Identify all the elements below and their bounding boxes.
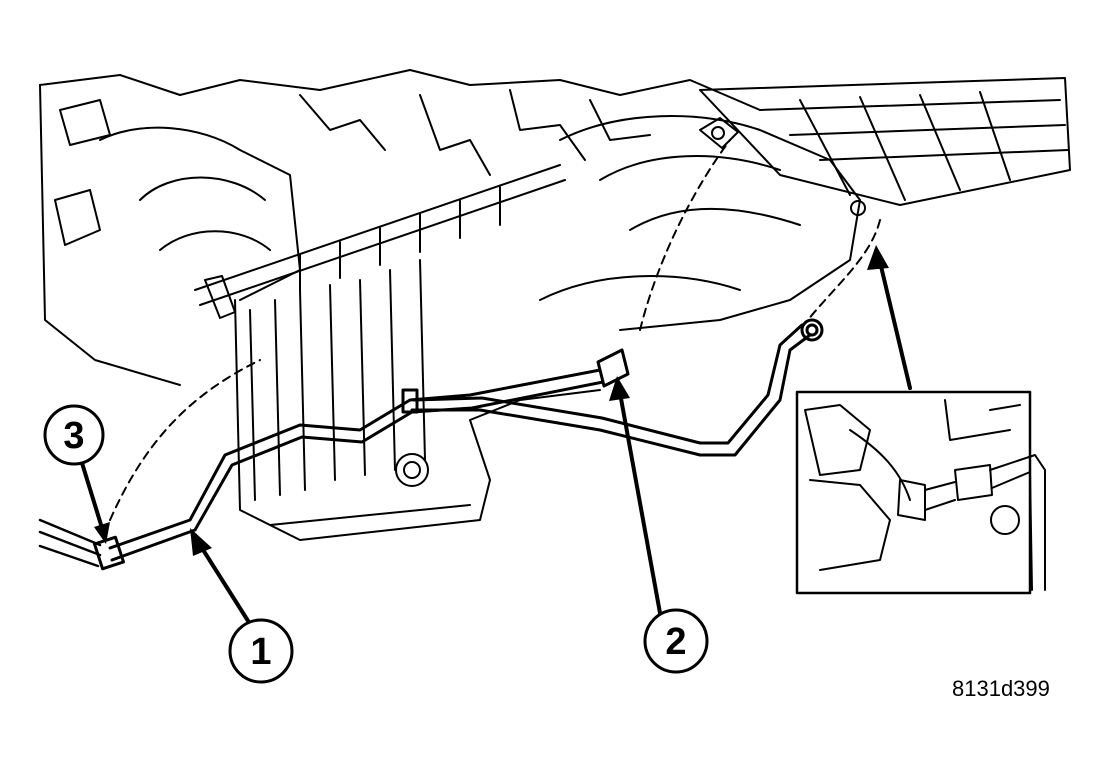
arrow-head-1 xyxy=(190,528,212,556)
arrow-head-inset xyxy=(867,245,889,270)
callout-3: 3 xyxy=(43,404,105,466)
wire-harness xyxy=(38,518,102,568)
arrow-head-2 xyxy=(609,376,630,401)
engine-block-outline xyxy=(39,69,1071,541)
callout-1-label: 1 xyxy=(250,631,271,673)
leader-arrows xyxy=(80,260,912,626)
callout-3-label: 3 xyxy=(63,415,84,457)
detail-inset xyxy=(795,390,1046,595)
callout-1: 1 xyxy=(228,618,294,684)
callout-2: 2 xyxy=(643,608,709,674)
figure-id: 8131d399 xyxy=(952,676,1050,701)
callout-2-label: 2 xyxy=(665,621,686,663)
arrow-heads xyxy=(94,245,889,556)
arrow-head-3 xyxy=(94,522,110,544)
tube-assembly xyxy=(93,318,824,571)
